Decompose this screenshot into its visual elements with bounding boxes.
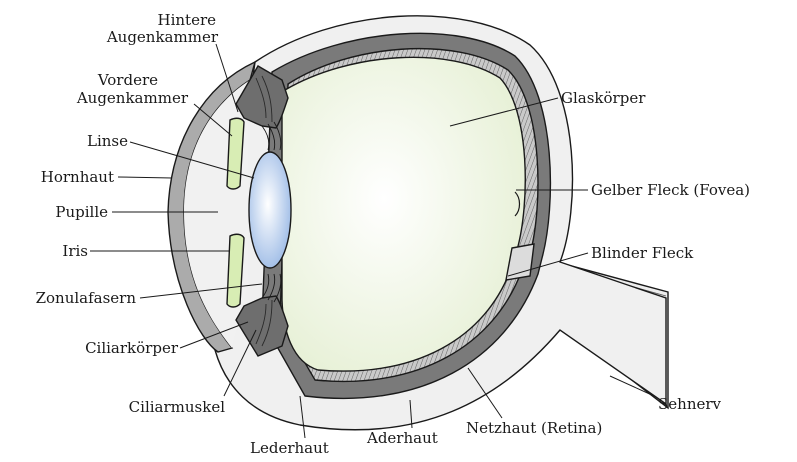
label-glaskoerper: Glaskörper	[561, 89, 646, 107]
label-hornhaut: Hornhaut	[41, 168, 114, 186]
label-netzhaut: Netzhaut (Retina)	[466, 419, 602, 437]
label-vordere-augenkammer-line1: Vordere	[97, 71, 158, 89]
label-lederhaut: Lederhaut	[250, 439, 329, 457]
label-gelber-fleck: Gelber Fleck (Fovea)	[591, 181, 750, 199]
label-pupille: Pupille	[55, 203, 108, 221]
label-sehnerv: Sehnerv	[658, 395, 722, 413]
label-iris: Iris	[62, 242, 88, 260]
label-linse: Linse	[87, 132, 128, 150]
lens	[249, 152, 291, 268]
label-ciliarkoerper: Ciliarkörper	[85, 339, 179, 357]
label-vordere-augenkammer-line2: Augenkammer	[76, 89, 189, 107]
label-hintere-augenkammer-line2: Augenkammer	[106, 28, 219, 46]
label-zonulafasern: Zonulafasern	[36, 289, 137, 307]
label-aderhaut: Aderhaut	[366, 429, 438, 447]
label-ciliarmuskel: Ciliarmuskel	[129, 398, 226, 416]
label-blinder-fleck: Blinder Fleck	[591, 244, 694, 262]
label-hintere-augenkammer-line1: Hintere	[158, 11, 217, 29]
